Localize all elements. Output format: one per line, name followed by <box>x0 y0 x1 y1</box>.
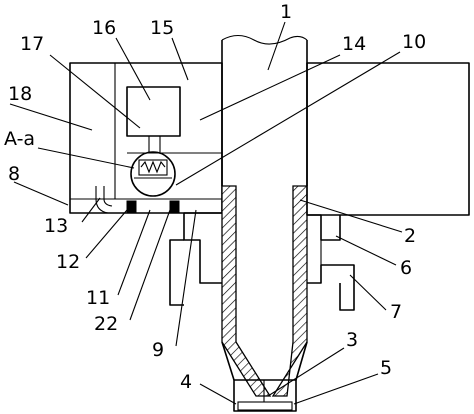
leader-4 <box>199 383 237 405</box>
leader-9 <box>175 209 197 347</box>
label-2: 2 <box>404 225 416 247</box>
label-4: 4 <box>180 371 192 393</box>
label-16: 16 <box>92 17 116 39</box>
label-8: 8 <box>8 163 20 185</box>
port-bar-left <box>126 200 137 213</box>
housing-left <box>69 62 223 214</box>
valve-spring <box>140 160 166 174</box>
sleeve-right <box>271 185 308 397</box>
nozzle-right-outer <box>295 341 308 381</box>
leader-5 <box>293 373 379 405</box>
leader-12 <box>85 209 128 259</box>
valve-ball <box>130 151 176 197</box>
label-5: 5 <box>380 357 392 379</box>
bracket-6 <box>307 214 341 241</box>
leader-11 <box>117 209 151 296</box>
label-13: 13 <box>44 215 68 237</box>
label-12: 12 <box>56 251 80 273</box>
tube-break-line <box>221 34 308 45</box>
leader-16 <box>115 37 151 101</box>
leader-22 <box>129 209 171 321</box>
leader-6 <box>335 235 397 266</box>
bracket-9-leg <box>169 239 184 306</box>
pipe-13-inner <box>103 186 113 207</box>
leader-10 <box>175 51 401 186</box>
leader-14 <box>199 54 341 121</box>
bracket-7 <box>307 264 355 311</box>
upper-chamber <box>126 86 181 137</box>
nozzle-left-outer <box>221 341 235 381</box>
right-block <box>306 62 470 216</box>
label-11: 11 <box>86 287 110 309</box>
leader-18 <box>9 103 93 131</box>
valve-spring-box <box>138 159 168 176</box>
label-1: 1 <box>280 1 292 23</box>
label-14: 14 <box>342 33 366 55</box>
nozzle-tip-inner <box>237 401 293 411</box>
port-bar-right <box>169 200 180 213</box>
label-7: 7 <box>390 301 402 323</box>
leader-13 <box>81 197 101 223</box>
label-6: 6 <box>400 257 412 279</box>
label-10: 10 <box>402 31 426 53</box>
leader-1 <box>267 21 286 71</box>
label-17: 17 <box>20 33 44 55</box>
label-3: 3 <box>346 329 358 351</box>
leader-7 <box>349 274 387 311</box>
leader-2 <box>299 199 403 233</box>
leader-8 <box>13 181 69 206</box>
label-9: 9 <box>152 339 164 361</box>
leader-15 <box>171 37 189 81</box>
label-18: 18 <box>8 83 32 105</box>
nozzle-tip-outer <box>233 379 297 412</box>
label-aa: A-a <box>4 128 35 150</box>
leader-3 <box>267 347 345 397</box>
pipe-13 <box>95 186 109 214</box>
label-15: 15 <box>150 17 174 39</box>
leader-17 <box>49 54 141 129</box>
leader-aa <box>37 147 135 169</box>
label-22: 22 <box>94 313 118 335</box>
bracket-9 <box>183 212 222 284</box>
